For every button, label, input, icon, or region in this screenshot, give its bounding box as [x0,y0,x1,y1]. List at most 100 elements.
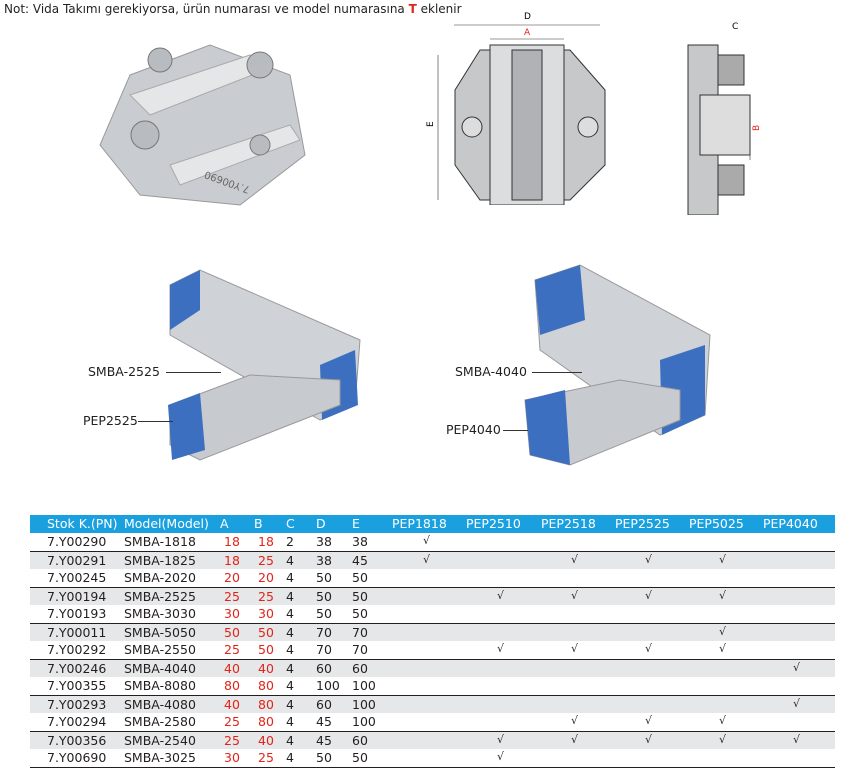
cell-d: 45 [316,714,332,729]
cell-model: SMBA-2550 [124,642,196,657]
cell-c: 4 [286,625,294,640]
cell-c: 4 [286,733,294,748]
cell-c: 4 [286,642,294,657]
cell-a: 25 [224,714,240,729]
cell-pn: 7.Y00011 [47,625,107,640]
fit-check: √ [571,733,579,746]
cell-model: SMBA-8080 [124,678,196,693]
fit-check: √ [719,733,727,746]
cell-d: 50 [316,589,332,604]
cell-a: 30 [224,606,240,621]
fit-check: √ [571,589,579,602]
cell-b: 25 [258,750,274,765]
cell-c: 4 [286,678,294,693]
cell-c: 4 [286,589,294,604]
cell-pn: 7.Y00290 [47,534,107,549]
fit-check: √ [719,625,727,638]
cell-a: 40 [224,661,240,676]
cell-d: 38 [316,534,332,549]
cell-a: 25 [224,589,240,604]
label-pep2525: PEP2525 [83,413,138,428]
fit-check: √ [645,642,653,655]
cell-d: 70 [316,642,332,657]
cell-d: 60 [316,697,332,712]
fit-check: √ [645,553,653,566]
fit-check: √ [497,733,505,746]
fit-check: √ [645,714,653,727]
dim-e: E [426,121,436,127]
cell-b: 20 [258,570,274,585]
front-view-drawing: D A E [426,12,606,205]
cell-a: 80 [224,678,240,693]
cell-d: 50 [316,570,332,585]
label-smba-4040: SMBA-4040 [455,364,527,379]
cell-b: 80 [258,678,274,693]
assembly-photo-2525 [168,269,361,461]
cell-d: 38 [316,553,332,568]
cell-a: 30 [224,750,240,765]
connector-photo: 7.Y00690 [99,44,306,206]
cell-model: SMBA-1825 [124,553,196,568]
cell-b: 50 [258,625,274,640]
cell-pn: 7.Y00690 [47,750,107,765]
cell-b: 30 [258,606,274,621]
label-smba-2525: SMBA-2525 [88,364,160,379]
cell-a: 25 [224,733,240,748]
cell-e: 45 [352,553,368,568]
cell-model: SMBA-4080 [124,697,196,712]
cell-model: SMBA-2540 [124,733,196,748]
cell-a: 40 [224,697,240,712]
cell-c: 4 [286,661,294,676]
column-header: PEP2510 [466,516,521,531]
cell-a: 50 [224,625,240,640]
cell-model: SMBA-3030 [124,606,196,621]
column-header: E [352,516,360,531]
cell-e: 100 [352,697,376,712]
fit-check: √ [571,642,579,655]
cell-model: SMBA-1818 [124,534,196,549]
cell-d: 50 [316,750,332,765]
cell-e: 100 [352,714,376,729]
fit-check: √ [645,733,653,746]
cell-a: 18 [224,553,240,568]
fit-check: √ [571,714,579,727]
cell-e: 100 [352,678,376,693]
column-header: Stok K.(PN) [47,516,118,531]
cell-d: 100 [316,678,340,693]
column-header: PEP4040 [763,516,818,531]
cell-d: 50 [316,606,332,621]
label-pep2525-text: PEP2525 [83,413,138,428]
cell-pn: 7.Y00356 [47,733,107,748]
fit-check: √ [719,714,727,727]
cell-c: 4 [286,570,294,585]
cell-b: 80 [258,697,274,712]
cell-model: SMBA-2020 [124,570,196,585]
fit-check: √ [793,697,801,710]
cell-model: SMBA-3025 [124,750,196,765]
column-header: C [286,516,295,531]
cell-pn: 7.Y00355 [47,678,107,693]
cell-e: 60 [352,661,368,676]
cell-model: SMBA-4040 [124,661,196,676]
column-header: PEP1818 [392,516,447,531]
dim-d: D [524,12,531,22]
dim-b: B [752,125,762,131]
cell-model: SMBA-2525 [124,589,196,604]
column-header: Model(Model) [124,516,209,531]
fit-check: √ [719,642,727,655]
column-header: B [254,516,263,531]
cell-c: 4 [286,606,294,621]
fit-check: √ [497,589,505,602]
cell-model: SMBA-2580 [124,714,196,729]
